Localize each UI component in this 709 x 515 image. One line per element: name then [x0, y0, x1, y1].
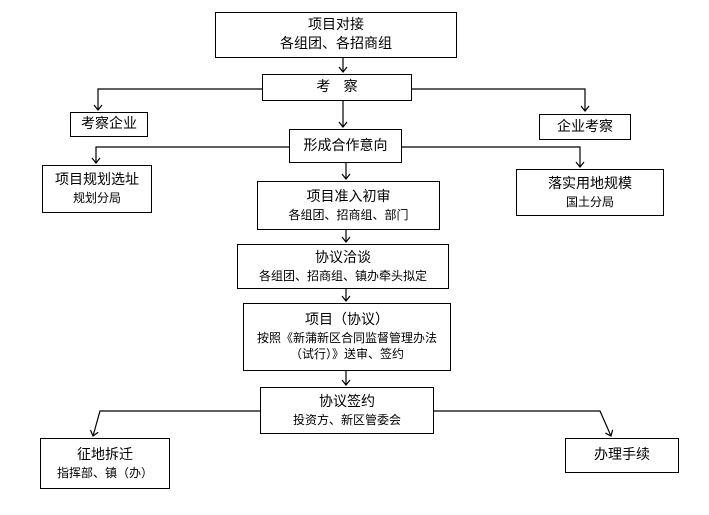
- signing-box: 协议签约 投资方、新区管委会: [260, 387, 434, 434]
- enterprise-inspection-title: 企业考察: [557, 118, 613, 135]
- arrow-inspection-to-enterprise: [93, 88, 262, 111]
- initial-review-box: 项目准入初审 各组团、招商组、部门: [257, 181, 440, 230]
- negotiation-sub: 各组团、招商组、镇办牵头拟定: [258, 268, 427, 283]
- site-selection-box: 项目规划选址 规划分局: [42, 165, 152, 213]
- procedures-box: 办理手续: [565, 438, 679, 473]
- inspect-enterprise-box: 考察企业: [70, 112, 148, 137]
- arrow-signing-to-procedures: [434, 410, 614, 437]
- signing-title: 协议签约: [319, 393, 375, 410]
- site-selection-sub: 规划分局: [72, 191, 121, 206]
- project-docking-box: 项目对接 各组团、各招商组: [215, 12, 457, 58]
- inspection-box: 考 察: [262, 74, 412, 101]
- agreement-review-sub: 按照《新蒲新区合同监督管理办法: [256, 331, 437, 346]
- arrow-intent-to-site: [91, 146, 289, 164]
- land-acquisition-sub: 指挥部、镇（办）: [56, 465, 153, 480]
- cooperation-intent-title: 形成合作意向: [303, 137, 388, 154]
- initial-review-title: 项目准入初审: [306, 188, 391, 205]
- inspect-enterprise-title: 考察企业: [81, 116, 137, 133]
- agreement-review-sub2: （试行）》送审、签约: [289, 347, 404, 362]
- agreement-review-box: 项目（协议） 按照《新蒲新区合同监督管理办法 （试行）》送审、签约: [243, 303, 451, 371]
- land-scale-box: 落实用地规模 国土分局: [516, 169, 664, 216]
- land-acquisition-title: 征地拆迁: [77, 446, 133, 463]
- negotiation-box: 协议洽谈 各组团、招商组、镇办牵头拟定: [237, 244, 449, 289]
- procedures-title: 办理手续: [594, 447, 650, 464]
- initial-review-sub: 各组团、招商组、部门: [288, 207, 409, 222]
- land-scale-title: 落实用地规模: [548, 175, 632, 192]
- land-scale-sub: 国土分局: [565, 194, 614, 209]
- site-selection-title: 项目规划选址: [55, 172, 139, 189]
- arrow-intent-to-land: [402, 146, 585, 168]
- project-docking-sub: 各组团、各招商组: [280, 36, 392, 52]
- project-docking-title: 项目对接: [308, 17, 364, 34]
- land-acquisition-box: 征地拆迁 指挥部、镇（办）: [40, 438, 170, 489]
- agreement-review-title: 项目（协议）: [305, 312, 389, 329]
- cooperation-intent-box: 形成合作意向: [289, 129, 402, 163]
- inspection-title: 考 察: [316, 79, 358, 96]
- arrow-signing-to-acquisition: [89, 410, 260, 437]
- arrow-inspection-to-enterprise-visit: [412, 88, 590, 112]
- signing-sub: 投资方、新区管委会: [292, 412, 401, 427]
- negotiation-title: 协议洽谈: [315, 249, 371, 266]
- enterprise-inspection-box: 企业考察: [539, 114, 631, 140]
